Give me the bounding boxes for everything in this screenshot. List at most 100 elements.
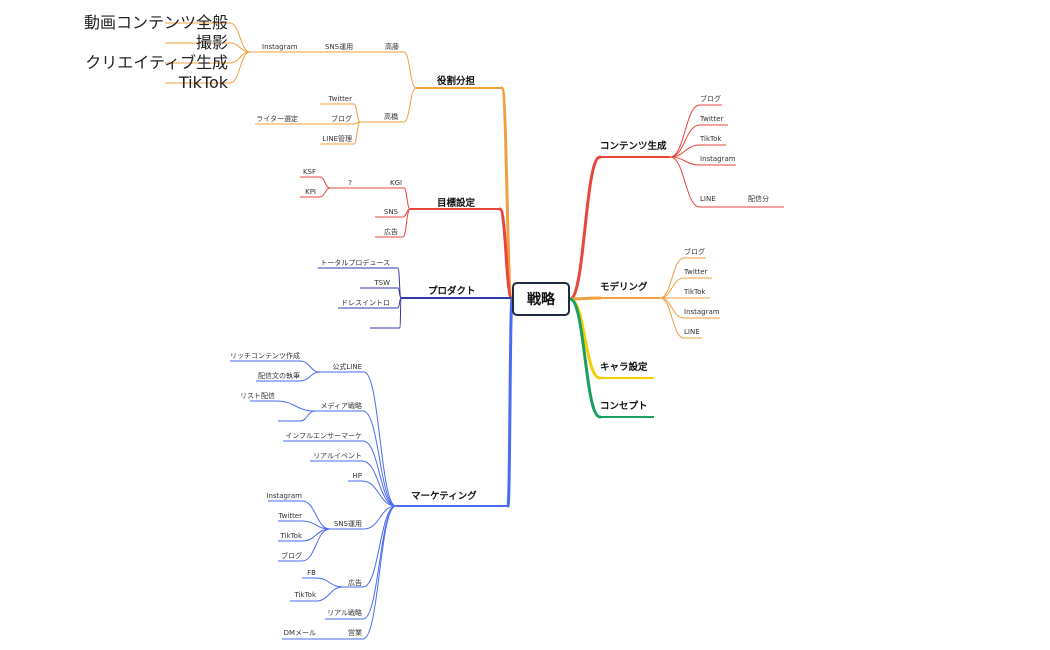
node-edge — [361, 460, 397, 507]
node-edge — [659, 277, 685, 299]
node-edge — [402, 208, 411, 238]
node-edge — [301, 528, 331, 542]
node-edge — [361, 480, 397, 507]
node-label[interactable]: 広告 — [384, 228, 398, 236]
node-label[interactable]: TikTok — [280, 532, 302, 540]
node-label[interactable]: ライター選定 — [256, 115, 298, 123]
node-edge — [669, 156, 701, 166]
node-label[interactable]: TikTok — [294, 591, 316, 599]
node-label[interactable]: ? — [348, 179, 352, 187]
node-edge — [301, 528, 331, 562]
node-label[interactable]: ブログ — [331, 115, 352, 123]
node-edge — [299, 371, 321, 382]
branch-label[interactable]: コンテンツ生成 — [600, 141, 667, 152]
node-edge — [299, 360, 321, 373]
node-label[interactable]: KPI — [305, 188, 316, 196]
node-label[interactable]: Instagram — [266, 492, 302, 500]
node-label[interactable]: 高橋 — [384, 113, 398, 121]
node-label[interactable]: SNS運用 — [325, 43, 354, 51]
node-edge — [362, 410, 397, 507]
node-label[interactable]: メディア戦略 — [320, 402, 362, 410]
node-label[interactable]: リアル戦略 — [327, 609, 362, 617]
branch-label[interactable]: キャラ設定 — [600, 362, 648, 373]
node-label[interactable]: クリエイティブ生成 — [85, 53, 228, 72]
node-label[interactable]: Twitter — [700, 115, 724, 123]
node-label[interactable]: SNS運用 — [333, 520, 362, 528]
node-label[interactable]: 広告 — [348, 579, 362, 587]
node-edge — [315, 577, 344, 588]
node-label[interactable]: FB — [307, 569, 316, 577]
node-label[interactable]: 配信文の執筆 — [258, 372, 300, 380]
node-label[interactable]: 撮影 — [195, 33, 228, 52]
branch-label[interactable]: プロダクト — [428, 286, 476, 297]
branch-label[interactable]: コンセプト — [600, 401, 648, 412]
node-label[interactable]: KGI — [390, 179, 403, 187]
node-label[interactable]: Instagram — [262, 43, 298, 51]
node-label[interactable]: Twitter — [278, 512, 302, 520]
node-label[interactable]: LINE — [684, 328, 700, 336]
node-edge — [229, 22, 251, 53]
node-label[interactable]: リスト配信 — [240, 392, 275, 400]
node-label[interactable]: TikTok — [700, 135, 722, 143]
node-edge — [669, 156, 701, 208]
node-edge — [319, 176, 331, 189]
node-label[interactable]: インフルエンサーマーケ — [285, 432, 362, 440]
node-label[interactable]: 営業 — [348, 629, 362, 637]
node-label[interactable]: ドレスイントロ — [341, 299, 390, 307]
node-edge — [315, 586, 344, 602]
node-label[interactable]: リアルイベント — [313, 452, 362, 460]
node-edge — [403, 51, 417, 89]
node-edge — [363, 505, 397, 530]
node-edge — [362, 440, 397, 507]
node-label[interactable]: ブログ — [281, 552, 302, 560]
node-edge — [301, 500, 331, 530]
node-label[interactable]: リッチコンテンツ作成 — [230, 352, 300, 360]
branch-label[interactable]: 役割分担 — [437, 76, 476, 87]
node-label[interactable]: LINE管理 — [322, 135, 352, 143]
node-label[interactable]: TikTok — [178, 73, 228, 92]
node-edge — [669, 144, 701, 158]
node-label[interactable]: KSF — [302, 168, 316, 176]
central-node-label: 戦略 — [527, 292, 555, 308]
node-label[interactable]: TikTok — [684, 288, 706, 296]
node-label[interactable]: SNS — [383, 208, 398, 216]
node-edge — [229, 51, 251, 84]
node-edge — [659, 297, 685, 339]
node-label[interactable]: ブログ — [700, 95, 721, 103]
node-label[interactable]: 動画コンテンツ全般 — [83, 13, 228, 32]
branch-edge — [568, 296, 602, 301]
node-edge — [363, 371, 397, 507]
branch-edge — [568, 297, 602, 419]
node-label[interactable]: HP — [352, 472, 363, 480]
node-edge — [403, 87, 417, 123]
central-node[interactable]: 戦略 — [512, 282, 570, 316]
node-label[interactable]: TSW — [374, 279, 390, 287]
node-label[interactable]: Twitter — [684, 268, 708, 276]
node-edge — [353, 121, 361, 145]
node-edge — [403, 187, 411, 210]
node-label[interactable]: DMメール — [283, 629, 316, 637]
node-label[interactable]: Twitter — [328, 95, 352, 103]
node-edge — [362, 505, 397, 640]
node-edge — [659, 257, 685, 299]
branch-label[interactable]: モデリング — [600, 282, 648, 293]
node-label[interactable]: Instagram — [700, 155, 736, 163]
node-edge — [669, 104, 701, 158]
branch-label[interactable]: 目標設定 — [437, 198, 476, 209]
branch-edge — [506, 297, 514, 508]
branch-label[interactable]: マーケティング — [411, 491, 477, 502]
node-label[interactable]: 配信分 — [748, 195, 769, 203]
node-edge — [659, 297, 685, 319]
node-edge — [353, 103, 361, 123]
node-label[interactable]: 公式LINE — [332, 363, 362, 371]
node-label[interactable]: 高藤 — [385, 43, 399, 51]
node-edge — [669, 124, 701, 158]
branch-edge — [498, 207, 514, 301]
node-label[interactable]: トータルプロデュース — [320, 259, 390, 267]
node-edge — [275, 400, 316, 412]
node-label[interactable]: Instagram — [684, 308, 720, 316]
node-label[interactable]: LINE — [700, 195, 716, 203]
node-edge — [319, 187, 331, 198]
node-label[interactable]: ブログ — [684, 248, 705, 256]
